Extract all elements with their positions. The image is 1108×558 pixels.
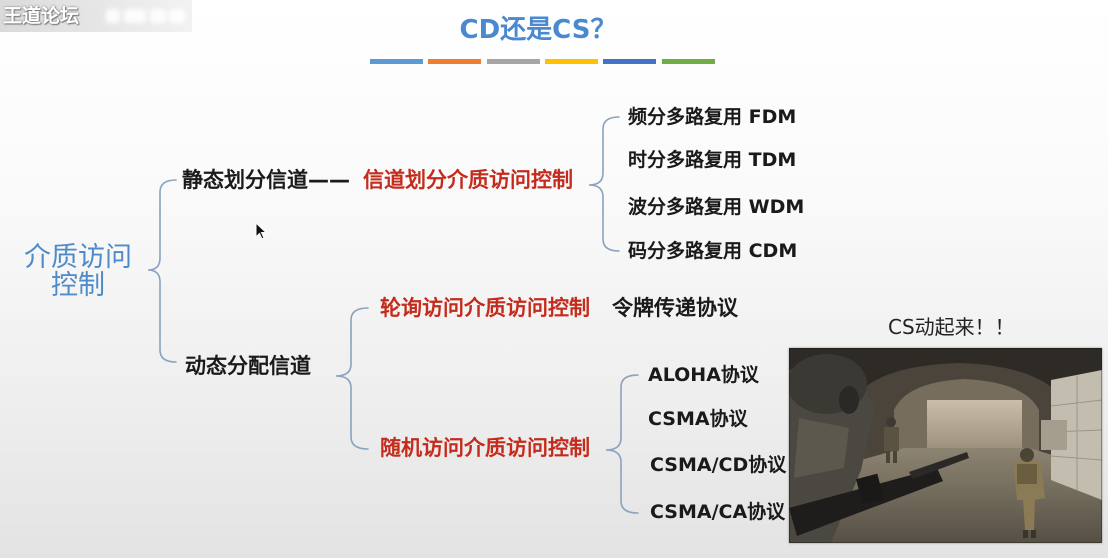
- slide-title: CD还是CS？: [459, 15, 617, 45]
- csma-item: CSMA协议: [648, 408, 748, 430]
- csma-cd-item: CSMA/CD协议: [650, 454, 787, 476]
- accent-bar: [603, 59, 656, 64]
- dynamic-channel-label: 动态分配信道: [185, 354, 311, 378]
- bracket-static-multiplexing: [588, 116, 620, 252]
- cdm-item: 码分多路复用 CDM: [628, 240, 798, 262]
- root-label-line2: 控制: [51, 270, 105, 301]
- fdm-item: 频分多路复用 FDM: [628, 106, 797, 128]
- right-soldier: [1013, 448, 1045, 538]
- game-caption: CS动起来！！: [888, 315, 1015, 339]
- wdm-item: 波分多路复用 WDM: [628, 196, 805, 218]
- bracket-dynamic: [335, 307, 369, 450]
- mouse-pointer-icon: [255, 222, 267, 240]
- bracket-root: [147, 179, 177, 363]
- token-passing-label: 令牌传递协议: [612, 296, 738, 320]
- watermark-logo: [106, 7, 186, 25]
- watermark: 王道论坛: [0, 0, 192, 32]
- bracket-random-protocols: [605, 374, 639, 514]
- crate: [1041, 420, 1067, 450]
- tunnel-opening: [927, 400, 1022, 448]
- root-node: 介质访问 控制: [16, 244, 140, 300]
- accent-bar: [545, 59, 598, 64]
- root-label-line1: 介质访问: [24, 242, 132, 273]
- distant-soldier: [884, 417, 899, 463]
- polling-mac-label: 轮询访问介质访问控制: [380, 296, 590, 320]
- channel-partition-mac-label: 信道划分介质访问控制: [363, 168, 573, 192]
- accent-bar: [662, 59, 715, 64]
- accent-bar: [428, 59, 481, 64]
- static-channel-label: 静态划分信道——: [182, 168, 350, 192]
- accent-bar: [370, 59, 423, 64]
- game-scene: [789, 348, 1102, 543]
- random-access-mac-label: 随机访问介质访问控制: [380, 436, 590, 460]
- tdm-item: 时分多路复用 TDM: [628, 149, 797, 171]
- watermark-text: 王道论坛: [3, 5, 80, 27]
- aloha-item: ALOHA协议: [648, 364, 759, 386]
- accent-bar: [487, 59, 540, 64]
- csma-ca-item: CSMA/CA协议: [650, 501, 786, 523]
- rifle: [789, 452, 969, 536]
- foreground-soldier: [789, 354, 875, 543]
- game-screenshot: [789, 348, 1102, 543]
